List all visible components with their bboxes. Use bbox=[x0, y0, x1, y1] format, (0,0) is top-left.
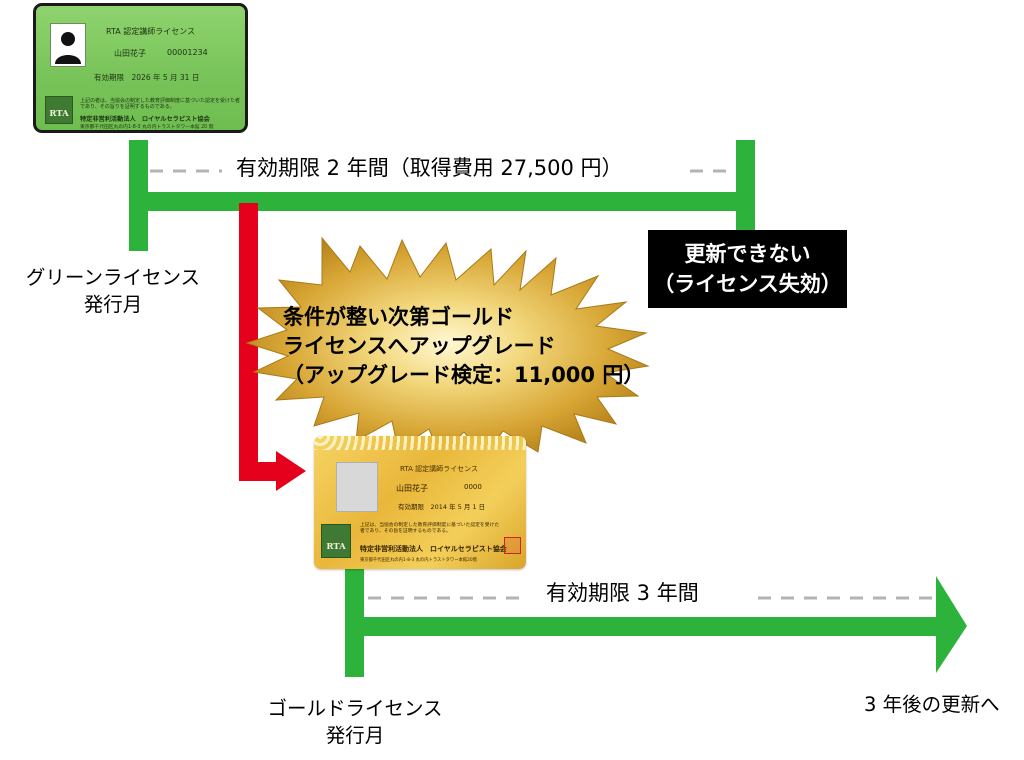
green-card-org: 特定非営利活動法人 ロイヤルセラピスト協会 bbox=[80, 116, 210, 123]
green-card-fine-print: 上記の者は、当協会の制定した教育評価制度に基づいた認定を受けた者であり、その旨り… bbox=[80, 98, 241, 110]
green-start-label-line2: 発行月 bbox=[83, 293, 143, 316]
burst-line2: ライセンスへアップグレード bbox=[283, 334, 556, 358]
green-card-title: RTA 認定講師ライセンス bbox=[106, 27, 196, 36]
gold-start-label-line1: ゴールドライセンス bbox=[267, 697, 443, 720]
gold-card-name: 山田花子 bbox=[396, 484, 428, 493]
gold-card-org: 特定非営利活動法人 ロイヤルセラピスト協会 bbox=[360, 545, 507, 553]
upgrade-arrow-shaft bbox=[239, 462, 279, 481]
gold-card-number: 0000 bbox=[464, 483, 482, 491]
green-card-validity: 有効期限 2026 年 5 月 31 日 bbox=[94, 73, 200, 82]
upgrade-burst-text: 条件が整い次第ゴールド ライセンスへアップグレード （アップグレード検定：11,… bbox=[283, 303, 644, 390]
green-start-label-line1: グリーンライセンス bbox=[25, 266, 201, 289]
gold-card-logo: RTA bbox=[321, 524, 351, 558]
gold-card-seal-icon bbox=[504, 537, 521, 554]
invalid-line1: 更新できない bbox=[684, 242, 811, 266]
gold-start-label: ゴールドライセンス 発行月 bbox=[240, 695, 470, 749]
gold-period-bar bbox=[345, 617, 941, 636]
gold-card-lace-border bbox=[314, 436, 526, 450]
gold-card-validity: 有効期限 2014 年 5 月 1 日 bbox=[398, 503, 486, 511]
gold-license-card: RTA 認定講師ライセンス 山田花子 0000 有効期限 2014 年 5 月 … bbox=[314, 436, 526, 569]
gold-card-fine-print: 上記は、当協会の制定した教育評価制度に基づいた認定を受けた者であり、その旨を証明… bbox=[360, 523, 500, 534]
green-end-tick bbox=[736, 140, 755, 231]
invalid-line2: （ライセンス失効） bbox=[653, 272, 842, 296]
green-card-photo bbox=[50, 23, 86, 67]
gold-card-title: RTA 認定講師ライセンス bbox=[400, 465, 478, 473]
gold-period-label: 有効期限 3 年間 bbox=[546, 581, 699, 605]
green-license-card: RTA 認定講師ライセンス 山田花子 00001234 有効期限 2026 年 … bbox=[33, 3, 248, 133]
burst-line1: 条件が整い次第ゴールド bbox=[283, 305, 514, 329]
license-invalid-box: 更新できない （ライセンス失効） bbox=[648, 230, 847, 308]
gold-card-address: 東京都千代田区丸の内1-8-3 丸の内トラストタワー本館20階 bbox=[360, 558, 477, 563]
green-period-label: 有効期限 2 年間（取得費用 27,500 円） bbox=[236, 156, 623, 180]
burst-line3: （アップグレード検定：11,000 円） bbox=[283, 363, 645, 387]
green-card-name: 山田花子 bbox=[114, 49, 146, 58]
upgrade-arrow-head bbox=[276, 451, 306, 491]
green-card-number: 00001234 bbox=[167, 48, 208, 57]
green-card-logo: RTA bbox=[45, 96, 73, 124]
gold-start-label-line2: 発行月 bbox=[325, 724, 385, 747]
green-period-bar bbox=[129, 192, 755, 211]
person-icon bbox=[55, 32, 81, 64]
gold-period-arrowhead bbox=[936, 576, 967, 673]
gold-card-photo bbox=[336, 462, 378, 512]
gold-renewal-label: 3 年後の更新へ bbox=[864, 693, 1000, 716]
green-start-label: グリーンライセンス 発行月 bbox=[0, 264, 226, 318]
upgrade-burst bbox=[245, 236, 650, 458]
green-card-address: 東京都千代田区丸の内1-8-3 丸の内トラストタワー本館 20 階 bbox=[80, 125, 214, 130]
